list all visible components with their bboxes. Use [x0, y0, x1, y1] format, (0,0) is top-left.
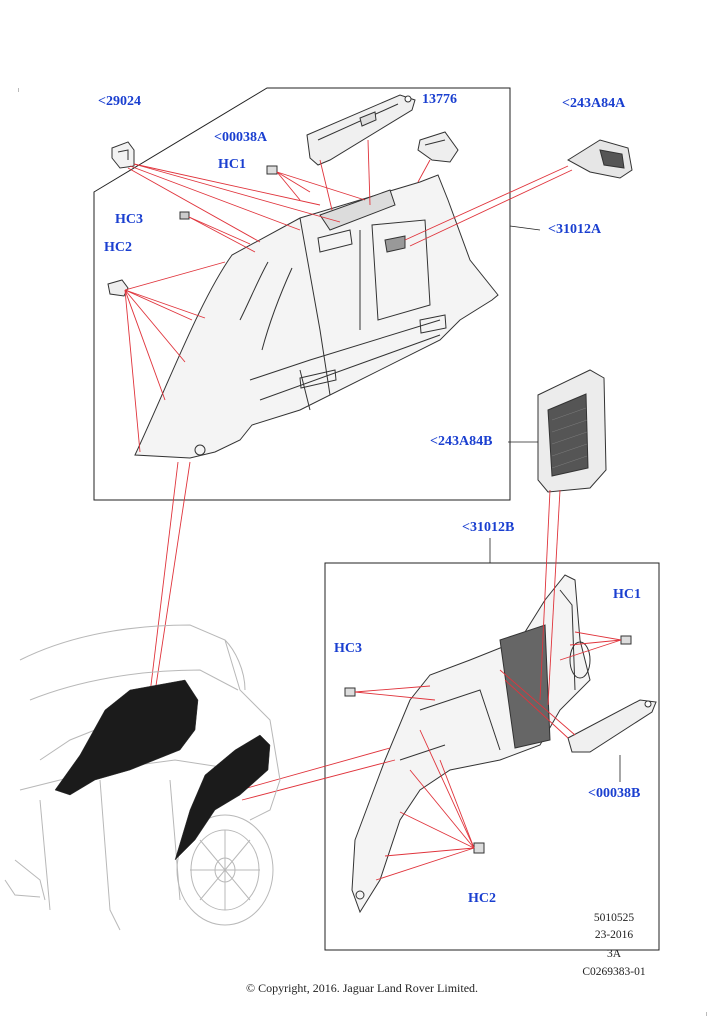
callout-00038b[interactable]: <00038B: [588, 786, 641, 801]
callout-29024[interactable]: <29024: [98, 94, 141, 109]
callout-hc3-bottom[interactable]: HC3: [334, 641, 362, 656]
corner-mark: [702, 1012, 707, 1016]
diagram-id: 5010525: [593, 912, 635, 924]
callout-hc2-bottom[interactable]: HC2: [468, 891, 496, 906]
top-panel-frame: [93, 87, 511, 501]
part-13776: [417, 131, 459, 163]
bottom-panel-frame: [324, 562, 660, 951]
callout-00038a[interactable]: <00038A: [214, 130, 268, 145]
corner-mark: [18, 88, 23, 92]
callout-hc1-bottom[interactable]: HC1: [613, 587, 641, 602]
leader-lines-bottom: [239, 489, 622, 881]
callout-hc1-top[interactable]: HC1: [218, 157, 246, 172]
leader-lines-to-vehicle: [147, 461, 191, 713]
clip-hc1-bottom: [620, 635, 632, 645]
clip-hc2-bottom: [473, 842, 485, 854]
callout-hc3-top[interactable]: HC3: [115, 212, 143, 227]
bracket-00038b: [567, 699, 657, 753]
trim-panel-31012a: [134, 174, 499, 459]
callout-31012a[interactable]: <31012A: [548, 222, 602, 237]
diagram-date: 23-2016: [594, 929, 634, 941]
callout-hc2-top[interactable]: HC2: [104, 240, 132, 255]
bracket-00038a: [306, 94, 416, 166]
clip-hc1-top: [266, 165, 278, 175]
leader-31012a: [509, 225, 541, 231]
callout-243a84a[interactable]: <243A84A: [562, 96, 626, 111]
diagram-rev: 3A: [606, 948, 622, 960]
callout-13776[interactable]: 13776: [422, 92, 457, 107]
vehicle-highlight-left: [54, 679, 199, 796]
vent-243a84b: [508, 369, 607, 493]
clip-29024: [111, 141, 135, 169]
trim-panel-31012b: [351, 574, 591, 914]
vent-243a84a: [567, 139, 633, 179]
copyright-notice: © Copyright, 2016. Jaguar Land Rover Lim…: [245, 981, 479, 995]
clip-hc3-top: [179, 211, 190, 220]
vehicle-highlight-right: [174, 734, 271, 861]
diagram-code: C0269383-01: [582, 966, 646, 978]
callout-31012b[interactable]: <31012B: [462, 520, 515, 535]
clip-hc3-bottom: [344, 687, 356, 697]
leader-lines-top: [124, 139, 573, 453]
callout-243a84b[interactable]: <243A84B: [430, 434, 493, 449]
vehicle-illustration: [4, 624, 281, 931]
